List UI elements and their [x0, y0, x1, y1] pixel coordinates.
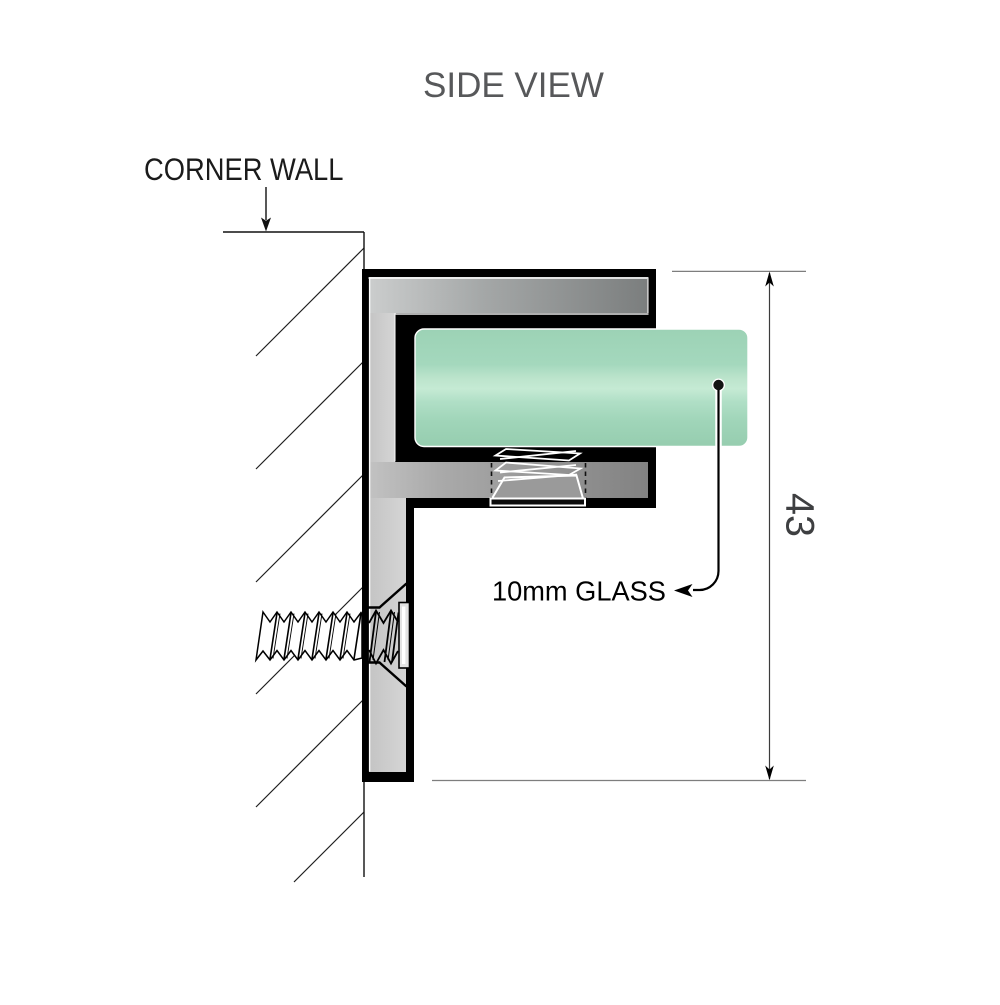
svg-text:SIDE VIEW: SIDE VIEW	[423, 66, 604, 105]
svg-text:43: 43	[778, 493, 822, 537]
svg-text:CORNER WALL: CORNER WALL	[144, 152, 343, 187]
svg-text:10mm GLASS: 10mm GLASS	[492, 575, 666, 606]
